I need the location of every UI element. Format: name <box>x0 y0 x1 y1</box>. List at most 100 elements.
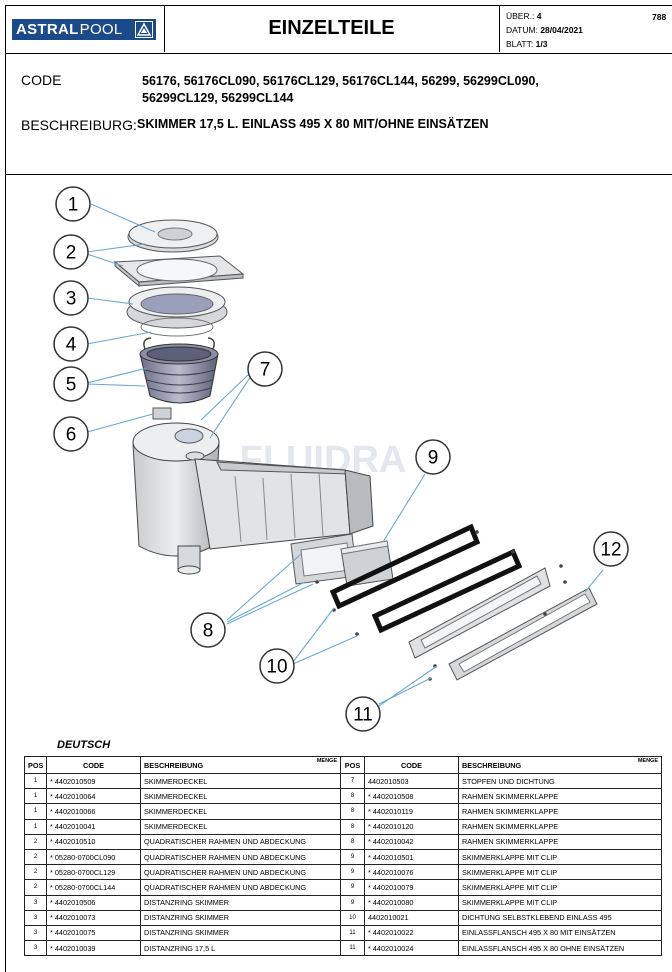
callout-12: 12 <box>593 531 629 567</box>
cell-pos-right: 9 <box>340 879 365 896</box>
leader-lines <box>86 203 604 707</box>
part-flange-with-inserts <box>408 567 551 659</box>
cell-description-right: SKIMMERKLAPPE MIT CLIP <box>458 848 662 866</box>
cell-pos-right: 7 <box>340 772 365 790</box>
cell-description: SKIMMERDECKEL <box>140 818 341 835</box>
revision-label: ÜBER.: <box>506 11 535 21</box>
cell-description-right: EINLASSFLANSCH 495 X 80 OHNE EINSÄTZEN <box>458 940 662 957</box>
cell-pos-right: 8 <box>340 833 365 850</box>
cell-code-right: * 4402010022 <box>364 924 459 942</box>
callout-7-label: 7 <box>260 360 271 381</box>
cell-pos: 3 <box>24 924 47 942</box>
callout-10-label: 10 <box>266 657 287 678</box>
callout-5: 5 <box>53 366 89 402</box>
cell-pos: 2 <box>24 833 47 850</box>
logo-box <box>5 5 165 52</box>
callout-4: 4 <box>53 326 89 362</box>
cell-description: SKIMMERDECKEL <box>140 772 341 790</box>
cell-code: * 4402010510 <box>46 833 141 850</box>
cell-pos-right: 8 <box>340 788 365 805</box>
callout-9: 9 <box>415 439 451 475</box>
cell-pos: 1 <box>24 788 47 805</box>
header-description-label: BESCHREIBUNG <box>144 760 204 770</box>
cell-code: * 4402010039 <box>46 940 141 957</box>
callout-1: 1 <box>55 186 91 222</box>
cell-pos: 3 <box>24 909 47 926</box>
callout-7: 7 <box>247 351 283 387</box>
callout-4-label: 4 <box>66 335 77 356</box>
cell-description-right: SKIMMERKLAPPE MIT CLIP <box>458 864 662 881</box>
cell-description-right: SKIMMERKLAPPE MIT CLIP <box>458 894 662 911</box>
callout-5-label: 5 <box>66 375 77 396</box>
sheet-line: BLATT: 1/3 <box>506 39 547 49</box>
callout-6-label: 6 <box>66 425 77 446</box>
page-number: 788 <box>652 12 667 22</box>
description-value: SKIMMER 17,5 L. EINLASS 495 X 80 MIT/OHN… <box>137 117 489 131</box>
description-label: BESCHREIBURG: <box>21 117 137 133</box>
code-label: CODE <box>21 72 62 88</box>
info-section <box>5 52 672 175</box>
cell-pos: 2 <box>24 848 47 866</box>
code-values-line1: 56176, 56176CL090, 56176CL129, 56176CL14… <box>142 74 539 88</box>
cell-description: DISTANZRING 17,5 L <box>140 940 341 957</box>
cell-description-right: DICHTUNG SELBSTKLEBEND EINLASS 495 <box>458 909 662 926</box>
cell-code-right: * 4402010024 <box>364 940 459 957</box>
cell-code-right: * 4402010076 <box>364 864 459 881</box>
cell-pos-right: 11 <box>340 940 365 957</box>
cell-code-right: * 4402010501 <box>364 848 459 866</box>
cell-pos-right: 10 <box>340 909 365 926</box>
brand-bold: ASTRAL <box>16 21 79 38</box>
part-flap <box>340 540 394 587</box>
cell-description: SKIMMERDECKEL <box>140 803 341 820</box>
cell-description: QUADRATISCHER RAHMEN UND ABDECKUNG <box>140 864 341 881</box>
cell-description-right: RAHMEN SKIMMERKLAPPE <box>458 818 662 835</box>
date-label: DATUM: <box>506 25 538 35</box>
cell-pos: 3 <box>24 940 47 957</box>
cell-code-right: 4402010021 <box>364 909 459 926</box>
cell-pos-right: 9 <box>340 894 365 911</box>
part-gaskets <box>329 523 523 634</box>
cell-code-right: * 4402010042 <box>364 833 459 850</box>
callout-3: 3 <box>53 280 89 316</box>
part-flap-frame <box>290 533 358 585</box>
callout-9-label: 9 <box>428 448 439 469</box>
cell-pos-right: 9 <box>340 848 365 866</box>
cell-description-right: SKIMMERKLAPPE MIT CLIP <box>458 879 662 896</box>
cell-code: * 05280-0700CL129 <box>46 864 141 881</box>
cell-code: * 4402010073 <box>46 909 141 926</box>
cell-description-right: STOPFEN UND DICHTUNG <box>458 772 662 790</box>
cell-code: * 4402010064 <box>46 788 141 805</box>
cell-description: QUADRATISCHER RAHMEN UND ABDECKUNG <box>140 879 341 896</box>
cell-code-right: * 4402010120 <box>364 818 459 835</box>
exploded-view-area <box>5 174 672 734</box>
cell-pos: 1 <box>24 818 47 835</box>
brand-mark-icon <box>135 21 153 38</box>
cell-description: SKIMMERDECKEL <box>140 788 341 805</box>
part-lid <box>127 219 219 253</box>
cell-description-right: RAHMEN SKIMMERKLAPPE <box>458 833 662 850</box>
cell-description-right: EINLASSFLANSCH 495 X 80 MIT EINSÄTZEN <box>458 924 662 942</box>
cell-description-right: RAHMEN SKIMMERKLAPPE <box>458 803 662 820</box>
cell-code-right: 4402010503 <box>364 772 459 790</box>
sheet-label: BLATT: <box>506 39 534 49</box>
frame-left-border <box>5 734 6 972</box>
code-values-line2: 56299CL129, 56299CL144 <box>142 91 294 105</box>
cell-pos-right: 9 <box>340 864 365 881</box>
callout-8-label: 8 <box>203 621 214 642</box>
callout-11-label: 11 <box>353 705 373 726</box>
date-value: 28/04/2021 <box>540 25 583 35</box>
cell-code: * 4402010506 <box>46 894 141 911</box>
exploded-view-drawing: FLUIDRA <box>53 186 629 732</box>
